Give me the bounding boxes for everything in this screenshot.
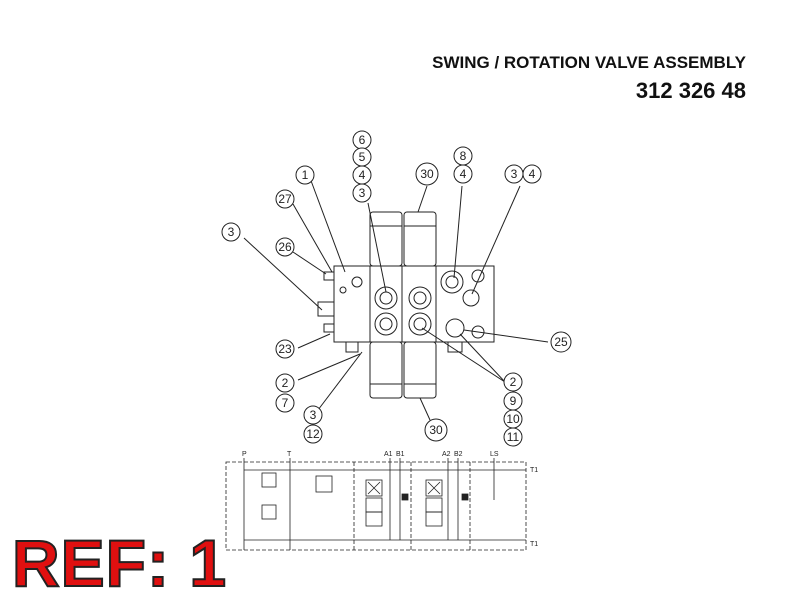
callout-3-right: 3 [511, 167, 518, 181]
spool-cap-top-2 [403, 211, 437, 267]
callout-3-bottom: 3 [310, 408, 317, 422]
port-label-a2: A2 [442, 451, 451, 458]
page-title: SWING / ROTATION VALVE ASSEMBLY [432, 53, 746, 72]
callout-7: 7 [282, 396, 289, 410]
callout-6: 6 [359, 133, 366, 147]
port-label-b2: B2 [454, 451, 463, 458]
port-label-t: T [287, 451, 292, 458]
port-label-b1: B1 [396, 451, 405, 458]
callout-23: 23 [278, 342, 292, 356]
port-label-ls: LS [490, 451, 499, 458]
port-label-p: P [242, 451, 247, 458]
port-label-a1: A1 [384, 451, 393, 458]
port-label-t1-bottom: T1 [530, 541, 538, 548]
callout-3-left: 3 [228, 225, 235, 239]
port-label-t1-top: T1 [530, 467, 538, 474]
callout-26: 26 [278, 240, 292, 254]
callout-8: 8 [460, 149, 467, 163]
callout-9: 9 [510, 394, 517, 408]
part-number: 312 326 48 [635, 78, 746, 103]
spool-cap-bottom-2 [403, 341, 437, 399]
callout-4: 4 [359, 168, 366, 182]
callout-10: 10 [506, 412, 520, 426]
callout-3: 3 [359, 186, 366, 200]
callout-5: 5 [359, 150, 366, 164]
callout-4-right: 4 [460, 167, 467, 181]
callout-2-left: 2 [282, 376, 289, 390]
callout-25: 25 [554, 335, 568, 349]
callout-27: 27 [278, 192, 292, 206]
callout-2-right: 2 [510, 375, 517, 389]
callout-11: 11 [507, 430, 520, 444]
callout-4-far-right: 4 [529, 167, 536, 181]
ref-label: REF: 1 [11, 526, 228, 600]
callout-1: 1 [302, 168, 309, 182]
spool-cap-bottom-1 [369, 341, 403, 399]
callout-12: 12 [306, 427, 320, 441]
hydraulic-schematic [225, 458, 527, 551]
callout-30-top: 30 [420, 167, 434, 181]
callout-30-bottom: 30 [429, 423, 443, 437]
